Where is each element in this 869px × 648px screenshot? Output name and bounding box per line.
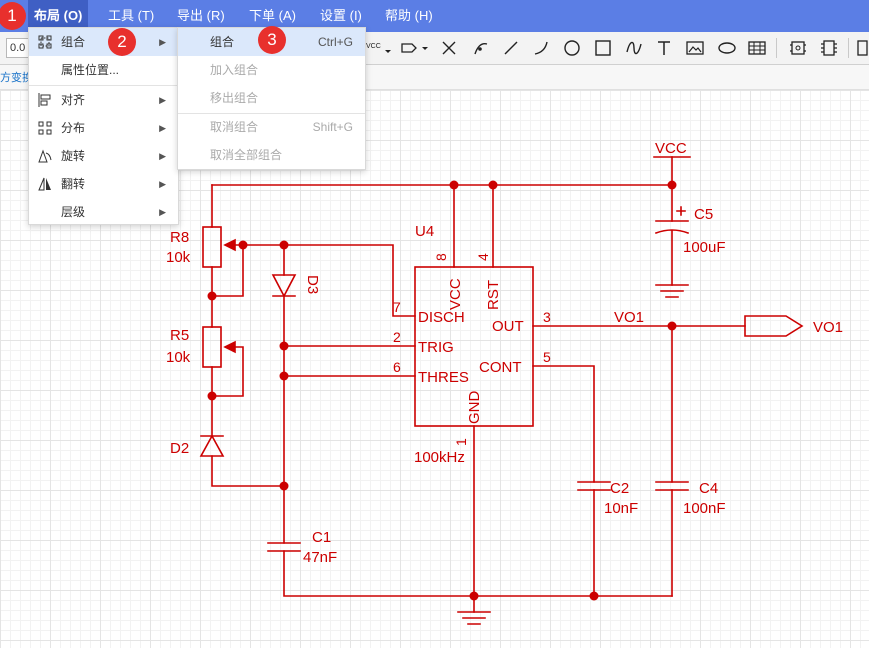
layout-menu-layer-label: 层级 <box>61 205 86 219</box>
bus-entry-icon[interactable] <box>470 38 492 58</box>
circle-icon[interactable] <box>561 38 583 58</box>
layout-menu-flip-label: 翻转 <box>61 177 86 191</box>
group-icon <box>38 35 52 49</box>
no-connect-icon[interactable] <box>438 38 460 58</box>
submenu-arrow-icon: ▶ <box>159 207 166 217</box>
rectangle-icon[interactable] <box>592 38 614 58</box>
menu-layout[interactable]: 布局 (O) <box>28 0 89 32</box>
submenu-ungroup-label: 取消组合 <box>210 120 259 134</box>
bezier-icon[interactable] <box>623 38 645 58</box>
transform-tab[interactable]: 方变换 <box>0 72 33 84</box>
menu-bar: 布局 (O) 工具 (T) 导出 (R) 下单 (A) 设置 (I) 帮助 (H… <box>0 0 869 32</box>
layout-menu-distribute[interactable]: 分布 ▶ <box>29 114 178 142</box>
component-symbol-icon[interactable] <box>787 38 809 58</box>
step-badge-2: 2 <box>108 28 136 56</box>
shortcut-ctrl-g: Ctrl+G <box>317 35 353 49</box>
menu-help[interactable]: 帮助 (H) <box>385 8 433 23</box>
submenu-ungroup[interactable]: 取消组合 Shift+G <box>178 113 365 141</box>
flip-icon <box>38 177 51 191</box>
layout-menu-rotate[interactable]: 旋转 ▶ <box>29 142 178 170</box>
step-badge-1: 1 <box>0 2 26 30</box>
layout-menu-attr-position[interactable]: 属性位置... <box>29 56 178 84</box>
submenu-arrow-icon: ▶ <box>159 123 166 133</box>
rotate-icon <box>38 149 52 163</box>
line-icon[interactable] <box>500 38 522 58</box>
layout-menu-layer[interactable]: 层级 ▶ <box>29 198 178 226</box>
net-port-icon[interactable] <box>398 38 432 58</box>
submenu-arrow-icon: ▶ <box>159 37 166 47</box>
submenu-remove-from-group-label: 移出组合 <box>210 91 259 105</box>
submenu-ungroup-all[interactable]: 取消全部组合 <box>178 141 365 169</box>
ellipse-icon[interactable] <box>716 38 738 58</box>
layout-menu-attr-position-label: 属性位置... <box>61 63 120 77</box>
layout-menu-rotate-label: 旋转 <box>61 149 86 163</box>
submenu-remove-from-group[interactable]: 移出组合 <box>178 84 365 112</box>
chip-icon[interactable] <box>818 38 840 58</box>
layout-menu-align-label: 对齐 <box>61 93 86 107</box>
arc-icon[interactable] <box>530 38 552 58</box>
shortcut-shift-g: Shift+G <box>312 120 353 134</box>
layout-menu-flip[interactable]: 翻转 ▶ <box>29 170 178 198</box>
submenu-add-to-group-label: 加入组合 <box>210 63 259 77</box>
layout-menu-group-label: 组合 <box>61 35 86 49</box>
image-icon[interactable] <box>684 38 706 58</box>
panel-icon[interactable] <box>854 38 868 58</box>
submenu-group-label: 组合 <box>210 35 235 49</box>
vcc-symbol-icon[interactable]: VCC <box>364 38 392 58</box>
submenu-arrow-icon: ▶ <box>159 179 166 189</box>
menu-export[interactable]: 导出 (R) <box>177 8 225 23</box>
layout-menu-distribute-label: 分布 <box>61 121 86 135</box>
table-icon[interactable] <box>746 38 768 58</box>
toolbar-divider <box>848 38 849 58</box>
submenu-arrow-icon: ▶ <box>159 95 166 105</box>
step-badge-3: 3 <box>258 26 286 54</box>
text-icon[interactable] <box>653 38 675 58</box>
menu-separator <box>29 85 178 86</box>
menu-tools[interactable]: 工具 (T) <box>108 8 155 23</box>
submenu-arrow-icon: ▶ <box>159 151 166 161</box>
vcc-tool-label: VCC <box>366 43 381 50</box>
menu-order[interactable]: 下单 (A) <box>249 8 296 23</box>
layout-dropdown-menu: 组合 ▶ 属性位置... 对齐 ▶ 分布 ▶ 旋转 ▶ 翻转 ▶ 层级 ▶ <box>28 27 179 225</box>
menu-settings[interactable]: 设置 (I) <box>320 8 362 23</box>
layout-menu-group[interactable]: 组合 ▶ <box>29 28 178 56</box>
toolbar-divider <box>776 38 777 58</box>
distribute-icon <box>38 121 52 135</box>
submenu-add-to-group[interactable]: 加入组合 <box>178 56 365 84</box>
layout-menu-align[interactable]: 对齐 ▶ <box>29 86 178 114</box>
menu-separator <box>178 113 365 114</box>
submenu-ungroup-all-label: 取消全部组合 <box>210 148 283 162</box>
align-icon <box>38 93 51 107</box>
